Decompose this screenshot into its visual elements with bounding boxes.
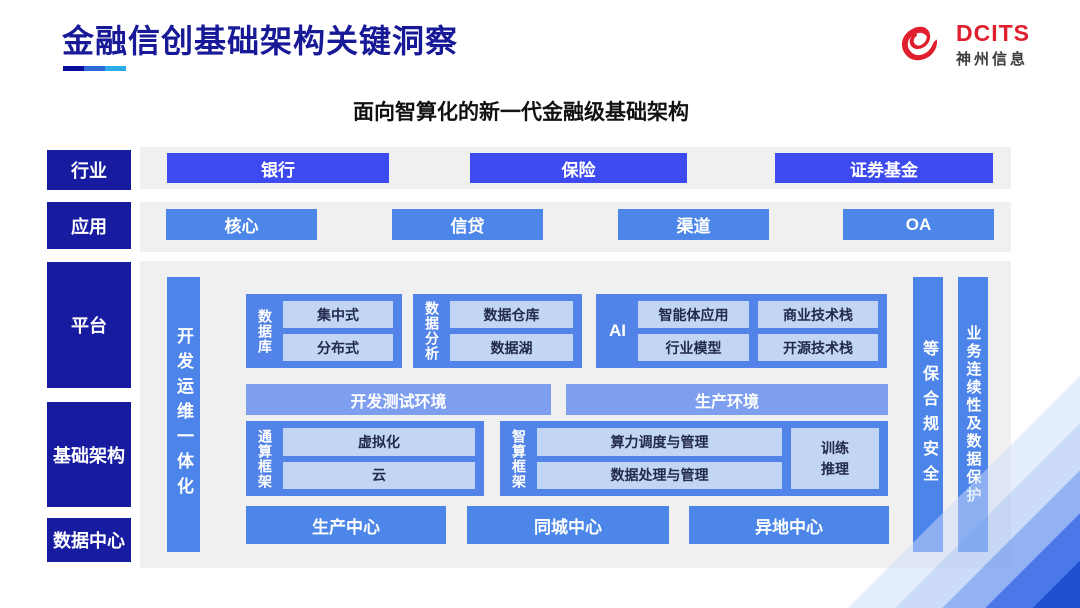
row-label-industry: 行业 xyxy=(47,150,131,190)
logo-text: DCITS 神州信息 xyxy=(956,21,1030,68)
intelligent-compute-group-label: 智算框架 xyxy=(511,428,527,489)
ai-item-agent-apps: 智能体应用 xyxy=(638,301,750,328)
accent-segment-mid xyxy=(84,66,105,71)
analytics-item-warehouse: 数据仓库 xyxy=(450,301,573,328)
production-center-box: 生产中心 xyxy=(246,506,446,544)
intelligent-compute-item-scheduling: 算力调度与管理 xyxy=(537,428,782,456)
industry-item-securities-funds: 证券基金 xyxy=(775,153,993,183)
application-item-oa: OA xyxy=(843,209,994,240)
application-item-credit: 信贷 xyxy=(392,209,543,240)
accent-segment-dark xyxy=(63,66,84,71)
application-item-core: 核心 xyxy=(166,209,317,240)
accent-segment-light xyxy=(105,66,126,71)
intelligent-compute-item-data-mgmt: 数据处理与管理 xyxy=(537,461,782,489)
dcits-swirl-icon xyxy=(902,26,938,61)
database-group: 数据库 集中式 分布式 xyxy=(246,294,402,368)
general-compute-item-cloud: 云 xyxy=(283,461,475,489)
devtest-environment-box: 开发测试环境 xyxy=(246,384,551,415)
general-compute-group-label: 通算框架 xyxy=(257,428,273,489)
row-label-infrastructure: 基础架构 xyxy=(47,402,131,507)
ai-item-industry-models: 行业模型 xyxy=(638,334,750,361)
data-analytics-group: 数据分析 数据仓库 数据湖 xyxy=(413,294,582,368)
samecity-center-box: 同城中心 xyxy=(467,506,669,544)
diagram-title: 面向智算化的新一代金融级基础架构 xyxy=(353,101,689,124)
ai-group: AI 智能体应用 商业技术栈 行业模型 开源技术栈 xyxy=(596,294,887,368)
row-label-platform: 平台 xyxy=(47,262,131,388)
dcits-logo: DCITS 神州信息 xyxy=(894,20,1030,70)
general-compute-group: 通算框架 虚拟化 云 xyxy=(246,421,484,496)
database-group-label: 数据库 xyxy=(257,308,273,354)
ai-item-opensource-stack: 开源技术栈 xyxy=(758,334,878,361)
general-compute-item-virtualization: 虚拟化 xyxy=(283,428,475,456)
production-environment-box: 生产环境 xyxy=(566,384,888,415)
page-title: 金融信创基础架构关键洞察 xyxy=(62,23,459,59)
application-item-channel: 渠道 xyxy=(618,209,769,240)
ai-item-commercial-stack: 商业技术栈 xyxy=(758,301,878,328)
database-item-centralized: 集中式 xyxy=(283,301,393,328)
title-accent-bar xyxy=(63,66,126,71)
security-compliance-bar: 等保合规安全 xyxy=(913,277,943,552)
intelligent-compute-group: 智算框架 算力调度与管理 数据处理与管理 训练推理 xyxy=(500,421,888,496)
devops-integration-bar: 开发运维一体化 xyxy=(167,277,200,552)
database-item-distributed: 分布式 xyxy=(283,334,393,361)
analytics-item-datalake: 数据湖 xyxy=(450,334,573,361)
industry-item-bank: 银行 xyxy=(167,153,389,183)
ai-group-label: AI xyxy=(609,321,626,340)
row-label-datacenter: 数据中心 xyxy=(47,518,131,562)
remote-center-box: 异地中心 xyxy=(689,506,889,544)
data-analytics-group-label: 数据分析 xyxy=(424,301,440,361)
row-label-application: 应用 xyxy=(47,202,131,249)
dcits-brand-text: DCITS xyxy=(956,20,1030,47)
intelligent-compute-item-training-inference: 训练推理 xyxy=(791,428,879,489)
business-continuity-bar: 业务连续性及数据保护 xyxy=(958,277,988,552)
industry-item-insurance: 保险 xyxy=(470,153,687,183)
dcits-company-text: 神州信息 xyxy=(956,50,1029,68)
